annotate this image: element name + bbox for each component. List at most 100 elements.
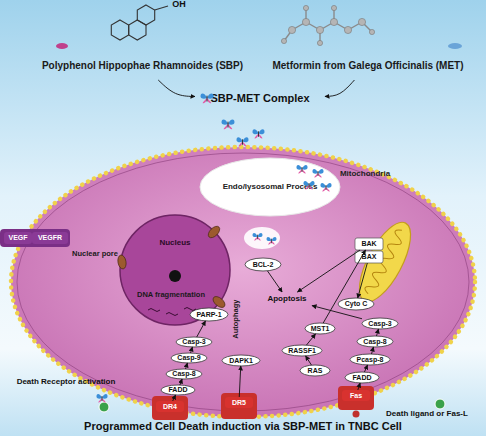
pathway-node: Casp-3 xyxy=(176,337,212,347)
node-text: FADD xyxy=(352,374,371,382)
nucleus-outline xyxy=(120,215,230,325)
pathway-arrow xyxy=(239,366,240,397)
nuclear-pore xyxy=(117,254,127,269)
pathway-node: DR5 xyxy=(225,397,253,408)
annotation-label: DNA fragmentation xyxy=(128,291,214,299)
pathway-node: VEGFR xyxy=(32,232,68,244)
inner-membrane xyxy=(17,153,469,411)
pathway-arrow xyxy=(325,80,354,96)
oval-outline xyxy=(176,337,212,347)
cell-body xyxy=(11,147,475,417)
annotation-label: Nuclear pore xyxy=(66,250,124,258)
node-text: Apoptosis xyxy=(267,295,306,304)
mitochondrion xyxy=(349,215,420,309)
pathway-arrow xyxy=(173,395,176,401)
node-text: BAX xyxy=(362,253,377,261)
annotation-label: Autophagy xyxy=(232,297,240,341)
pathway-node: Casp-9 xyxy=(171,353,207,363)
box-outline xyxy=(225,397,253,408)
pathway-node: FADD xyxy=(161,385,195,395)
label-node: SBP-MET Complex xyxy=(195,90,325,106)
oval-outline xyxy=(357,336,393,347)
pathway-node: DR4 xyxy=(156,401,184,412)
oval-outline xyxy=(345,372,379,383)
atom xyxy=(302,18,309,25)
chemical-group: OH xyxy=(169,0,189,10)
death-receptor xyxy=(221,393,257,419)
node-text: Pcasp-8 xyxy=(357,356,384,364)
node-text: Casp-8 xyxy=(363,338,386,346)
mitochondrion-outer xyxy=(349,215,420,309)
pathway-arrow xyxy=(364,365,367,372)
node-text: RASSF1 xyxy=(288,347,316,355)
bond xyxy=(155,6,168,10)
dna-strand xyxy=(148,309,160,312)
met-icon xyxy=(448,43,462,49)
sbp-icon xyxy=(56,43,68,49)
atom xyxy=(316,26,323,33)
pathway-node: Cyto C xyxy=(338,298,374,310)
pathway-arrow xyxy=(180,379,182,385)
oval-outline xyxy=(171,353,207,363)
complex-icon xyxy=(296,165,307,173)
pathway-arrow xyxy=(323,250,365,323)
label-node: Polyphenol Hippophae Rhamnoides (SBP) xyxy=(40,50,245,80)
label-node: Mitochondria xyxy=(330,168,400,181)
death-receptor xyxy=(152,396,188,420)
pathway-node: Casp-8 xyxy=(166,369,202,379)
ligand xyxy=(435,399,445,409)
node-text: Metformin from Galega Officinalis (MET) xyxy=(272,60,463,71)
pathway-node: BAK xyxy=(355,238,383,250)
ligand xyxy=(353,411,360,418)
complex-icon xyxy=(320,183,331,191)
figure-title: Programmed Cell Death induction via SBP-… xyxy=(0,420,486,432)
node-text: SBP-MET Complex xyxy=(210,92,309,104)
oval-outline xyxy=(362,318,398,329)
oval-outline xyxy=(300,365,330,376)
pathway-arrow xyxy=(307,334,316,345)
pathway-node: Casp-8 xyxy=(357,336,393,347)
node-text: Cyto C xyxy=(345,300,368,308)
pathway-arrow xyxy=(297,250,360,292)
oval-outline xyxy=(245,258,281,271)
pathway-node: Casp-3 xyxy=(362,318,398,329)
dna-strand xyxy=(166,313,178,316)
complex-icon xyxy=(201,93,214,103)
oval-outline xyxy=(338,298,374,310)
node-text: Endo/lysosomal Process xyxy=(223,183,318,192)
annotation-label: Death ligand or Fas-L xyxy=(372,410,482,419)
cell-membrane xyxy=(11,147,475,417)
node-text: Casp-9 xyxy=(177,354,200,362)
complex-icon xyxy=(96,394,107,402)
oval-outline xyxy=(190,308,228,321)
pathway-node: PARP-1 xyxy=(190,308,228,321)
pathway-arrow xyxy=(358,263,368,298)
berry-icon xyxy=(56,43,68,49)
pathway-arrow xyxy=(377,329,379,336)
box-outline xyxy=(342,390,370,401)
pathway-node: RASSF1 xyxy=(282,345,322,356)
label-node: Apoptosis xyxy=(262,292,312,306)
oval-outline xyxy=(166,369,202,379)
oval-outline xyxy=(222,355,260,366)
atom xyxy=(358,18,365,25)
pathway-arrow xyxy=(306,356,312,365)
atom xyxy=(303,5,308,10)
node-text: BCL-2 xyxy=(253,261,274,269)
complex-icon xyxy=(222,119,235,129)
oval-outline xyxy=(200,158,340,216)
atom xyxy=(281,38,286,43)
ligand xyxy=(99,402,109,412)
sbp-molecule xyxy=(111,5,168,40)
dna-fragments xyxy=(148,308,196,316)
oval-outline xyxy=(282,345,322,356)
annotation-label: Death Receptor activation xyxy=(4,378,128,387)
pathway-node: MST1 xyxy=(305,323,335,334)
node-text: DR5 xyxy=(232,399,246,407)
flower-icon xyxy=(448,43,462,49)
node-text: VEGFR xyxy=(38,234,62,242)
